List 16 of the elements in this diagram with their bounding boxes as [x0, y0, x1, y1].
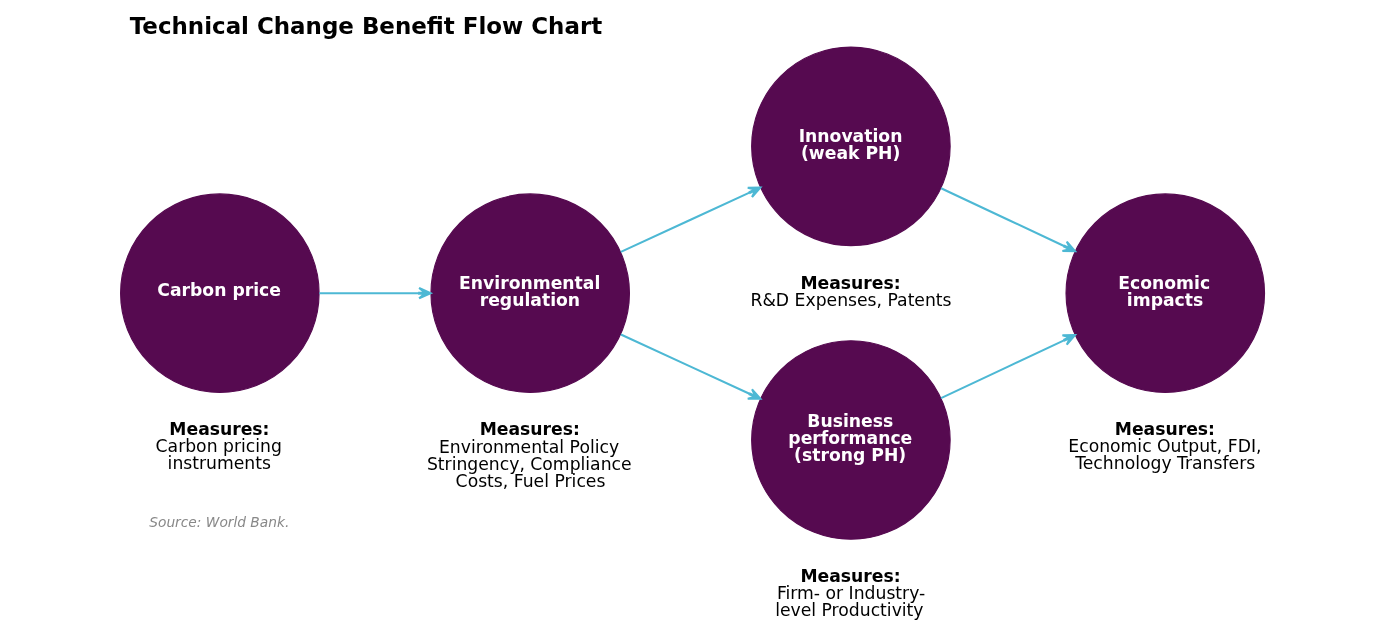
node-label: Measures: [168, 418, 270, 439]
arrow [940, 187, 1076, 253]
node-label: Carbon pricing instruments [155, 436, 282, 474]
node-circle: Environmental regulation [429, 193, 630, 393]
arrow [940, 334, 1076, 400]
node-circle: Economic impacts [1064, 193, 1265, 393]
arrow [619, 186, 761, 253]
node-label: Measures: [1114, 418, 1215, 439]
caption: Source: World Bank. [148, 514, 289, 531]
diagram-title: Technical Change Benefit Flow Chart [129, 13, 602, 40]
arrow [318, 287, 432, 300]
arrow [619, 333, 761, 400]
node-circle: Business performance (strong PH) [750, 340, 951, 540]
node-circle: Innovation (weak PH) [750, 46, 951, 247]
node-circle: Carbon price [119, 193, 320, 393]
node-label: Economic Output, FDI, Technology Transfers [1067, 436, 1261, 474]
